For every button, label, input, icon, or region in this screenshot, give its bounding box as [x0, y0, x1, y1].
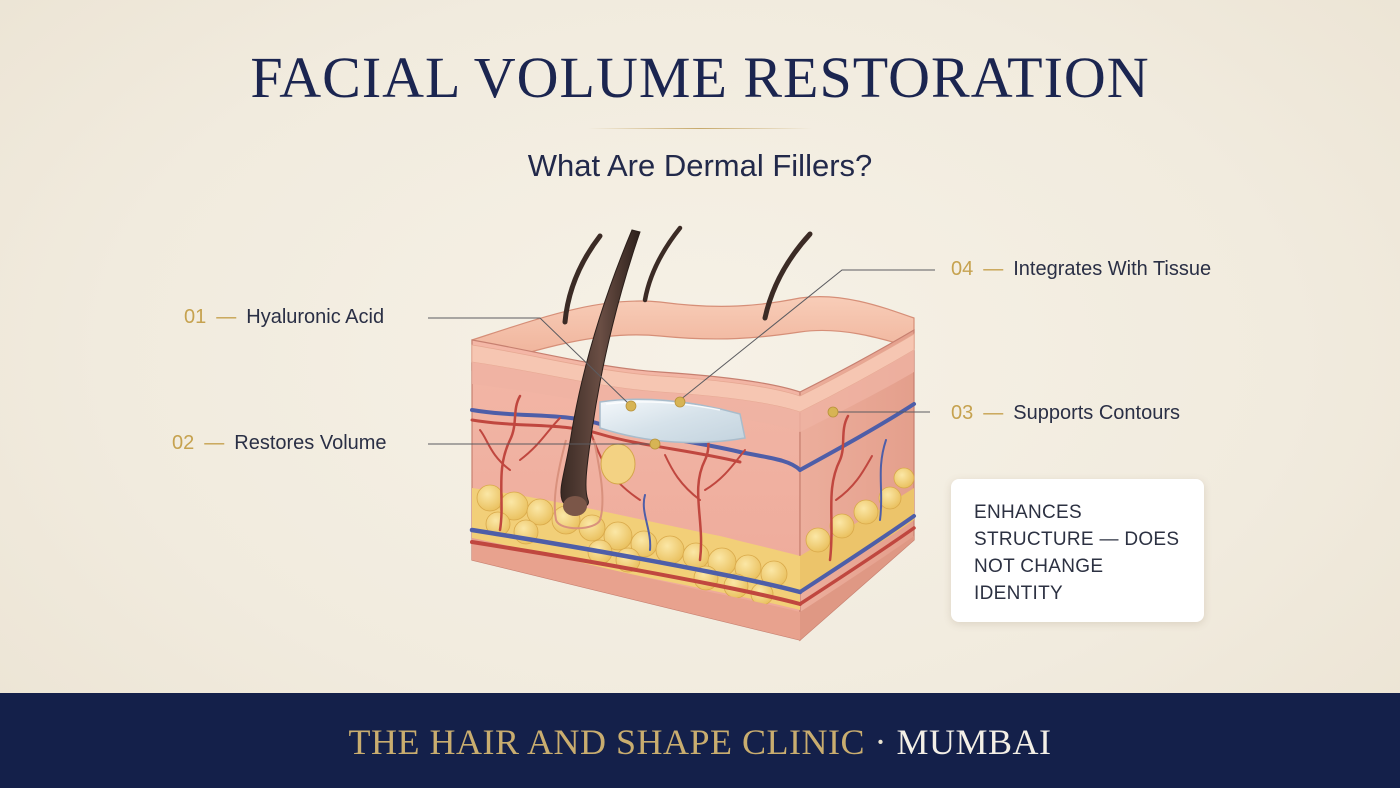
callout-01-dash: — — [216, 306, 237, 328]
callout-03-number: 03 — [951, 402, 974, 424]
callout-02-label: Restores Volume — [234, 432, 387, 454]
callout-02-dash: — — [204, 432, 225, 454]
callout-01-number: 01 — [184, 306, 207, 328]
footer-separator: · — [864, 722, 897, 762]
sebaceous-gland — [600, 443, 636, 485]
callout-01: 01 — Hyaluronic Acid — [184, 306, 384, 329]
page-title: FACIAL VOLUME RESTORATION — [250, 45, 1150, 110]
note-text: ENHANCES STRUCTURE — DOES NOT CHANGE IDE… — [974, 502, 1180, 604]
callout-04-label: Integrates With Tissue — [1013, 258, 1212, 280]
leader-lines — [428, 269, 935, 445]
callout-01-label: Hyaluronic Acid — [246, 306, 385, 328]
callout-04-number: 04 — [951, 258, 974, 280]
page-subtitle: What Are Dermal Fillers? — [527, 148, 873, 183]
footer-bar: THE HAIR AND SHAPE CLINIC · MUMBAI — [0, 693, 1400, 788]
callout-04: 04 — Integrates With Tissue — [951, 258, 1211, 281]
skin-cross-section-illustration — [428, 225, 935, 642]
hair-shafts — [562, 225, 813, 325]
fat-globules — [476, 467, 915, 606]
callout-02: 02 — Restores Volume — [172, 432, 387, 455]
callout-03-label: Supports Contours — [1013, 402, 1181, 424]
clinic-name: THE HAIR AND SHAPE CLINIC — [348, 722, 865, 762]
clinic-city: MUMBAI — [896, 722, 1052, 762]
note-card: ENHANCES STRUCTURE — DOES NOT CHANGE IDE… — [951, 479, 1204, 622]
callout-markers — [625, 396, 839, 450]
callout-02-number: 02 — [172, 432, 195, 454]
callout-03-dash: — — [983, 402, 1004, 424]
callout-03: 03 — Supports Contours — [951, 402, 1180, 425]
filler-deposit — [599, 398, 746, 444]
footer-text: THE HAIR AND SHAPE CLINIC · MUMBAI — [0, 721, 1400, 763]
title-divider — [588, 128, 812, 129]
callout-04-dash: — — [983, 258, 1004, 280]
